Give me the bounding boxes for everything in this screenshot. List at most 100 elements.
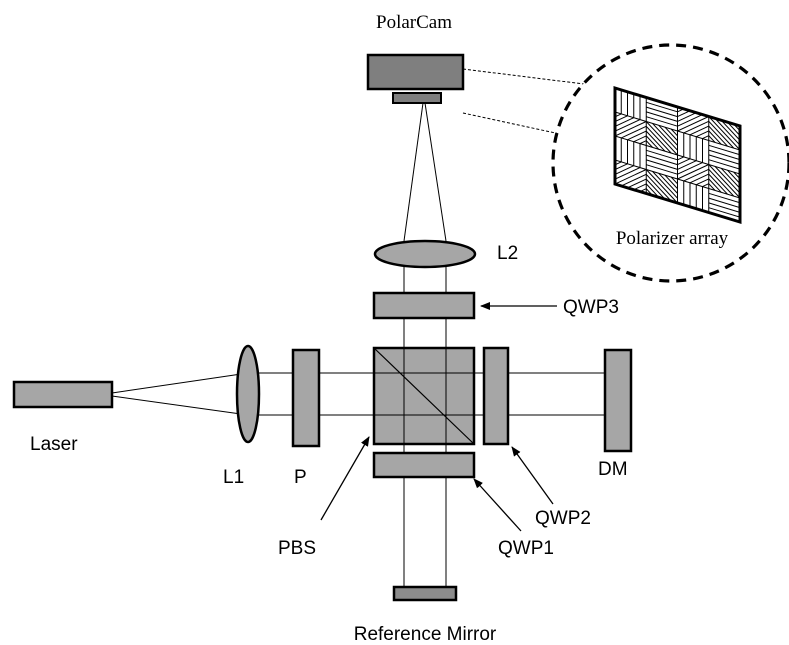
polarizer-wire <box>708 197 740 209</box>
label-reference-mirror: Reference Mirror <box>354 624 497 645</box>
reference-mirror <box>392 585 458 602</box>
deformable-mirror <box>603 348 633 453</box>
pbs-arrow-icon <box>320 436 370 521</box>
polarizer-wire <box>689 125 709 136</box>
polarizer-wire <box>615 169 647 185</box>
polarizer-wire <box>633 135 647 143</box>
qwp2-arrow-icon <box>511 446 554 505</box>
polarizer-wire <box>645 183 660 198</box>
polarizer-wire <box>708 164 740 199</box>
polarizer-wire <box>677 158 691 166</box>
beam-paths <box>111 102 605 587</box>
polarizer-wire <box>633 183 647 191</box>
polarizer-wire <box>645 125 672 154</box>
label-laser: Laser <box>30 434 78 455</box>
camera-body <box>366 53 465 91</box>
polarizer-wire <box>677 116 709 132</box>
polarizer-wire <box>708 168 735 197</box>
polarizer-wire <box>708 207 740 218</box>
polarizer-wire <box>645 173 672 202</box>
polarizer-wire <box>627 130 647 141</box>
polarizer-wire <box>708 125 728 147</box>
label-qwp1: QWP1 <box>498 538 554 559</box>
qwp2-plate <box>482 346 510 446</box>
polarizer-wire <box>645 121 678 156</box>
polarizer-wire <box>615 117 634 127</box>
polarizer-wire <box>708 183 716 191</box>
polarizer-wire <box>646 116 678 127</box>
polarizer-wire <box>658 172 678 194</box>
polarizer-wire <box>677 162 703 175</box>
laser-beam-lower <box>111 395 249 416</box>
polarizer-wire <box>708 192 740 204</box>
polarizer-wire <box>664 126 678 141</box>
polarizer-wire <box>664 174 678 189</box>
qwp1-plate <box>372 451 476 479</box>
polarizer-wire <box>615 165 634 175</box>
polarizer-wire <box>727 169 740 184</box>
polarizer-wire <box>708 202 740 213</box>
polarizer-array-icon <box>613 85 742 225</box>
polarizer-wire <box>677 160 697 170</box>
polarizer-wire <box>720 119 740 141</box>
laser-beam-upper <box>111 372 249 394</box>
polarizer-wire <box>646 149 678 161</box>
polarizer-wire <box>683 120 709 134</box>
camera-icon <box>366 53 465 104</box>
label-l1: L1 <box>223 467 244 488</box>
label-p: P <box>294 467 307 488</box>
focused-beam-right <box>424 102 447 242</box>
polarizer-wire <box>646 159 678 170</box>
pbs-diagonal <box>373 347 475 445</box>
polarizer-wire <box>708 178 722 193</box>
polarizer-wire <box>708 116 740 151</box>
polarizer-wire <box>615 135 740 175</box>
polarizer-wire <box>646 111 678 122</box>
polarizer-wire <box>708 144 740 156</box>
polarizer-wire <box>646 154 678 166</box>
polarizer-wire <box>615 111 740 151</box>
qwp1-arrow-icon <box>473 478 522 532</box>
polarizer-wire <box>652 123 678 151</box>
polarizer-wire <box>702 183 709 188</box>
callout-line-upper <box>462 68 593 86</box>
polarizer-wire <box>621 125 647 139</box>
polarizer-wire <box>696 178 709 186</box>
polarizer-wire <box>621 173 647 187</box>
polarizer-wire <box>689 173 709 184</box>
polarizer-wire <box>677 164 709 180</box>
polarizer-wire <box>627 178 647 189</box>
callout-line-lower <box>462 112 561 135</box>
qwp3-plate <box>372 291 476 320</box>
polarizer-wire <box>645 135 660 150</box>
polarizer-wire <box>708 159 740 170</box>
polarizer-array-frame <box>613 85 742 225</box>
polarizer-wire <box>670 176 678 185</box>
polarizer-wire <box>645 140 653 148</box>
polarizer-wire <box>702 135 709 140</box>
pointer-arrows <box>320 302 557 532</box>
polarizer-wire <box>708 130 722 145</box>
polarizer-wire <box>615 115 628 123</box>
polarizing-beam-splitter <box>372 346 476 446</box>
label-l2: L2 <box>497 243 518 264</box>
polarizer-wire <box>708 135 716 143</box>
label-pbs: PBS <box>278 538 316 559</box>
polarizer-wire <box>727 121 740 136</box>
label-qwp3: QWP3 <box>563 297 619 318</box>
focused-beam-left <box>403 102 424 242</box>
polarizer-wire <box>677 112 697 122</box>
polarizer-wire <box>639 140 647 145</box>
polarizer-wire <box>683 168 709 182</box>
label-polarcam: PolarCam <box>376 12 452 33</box>
polarizer-wire <box>615 121 647 137</box>
label-dm: DM <box>598 459 628 480</box>
polarizer-wire <box>652 171 678 199</box>
polarizer-wire <box>670 128 678 137</box>
polarizer-wire <box>646 164 678 175</box>
polarizer-wire <box>677 156 684 161</box>
polarizer-wire <box>645 169 678 204</box>
polarizer-wire <box>615 119 641 132</box>
label-qwp2: QWP2 <box>535 508 591 529</box>
